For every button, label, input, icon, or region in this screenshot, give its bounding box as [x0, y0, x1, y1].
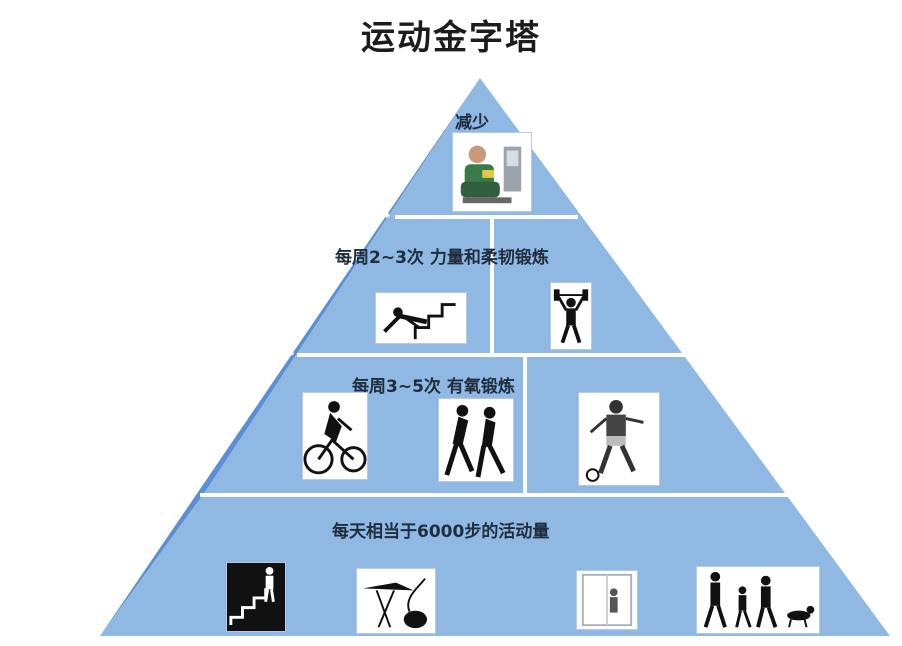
elevator-avoidance-icon: [576, 570, 638, 630]
soccer-icon: [578, 392, 660, 486]
running-icon: [438, 398, 514, 482]
climbing-stairs-icon: [226, 562, 286, 632]
left-face-rib: [373, 191, 390, 218]
stretching-on-stairs-icon: [375, 292, 467, 344]
walking-family-dog-icon: [696, 566, 820, 634]
diagram-title: 运动金字塔: [361, 18, 541, 58]
tier-label-reduce: 减少: [455, 113, 489, 133]
pyramid-left-face: [100, 78, 480, 636]
sedentary-leisure-icon: [452, 132, 532, 212]
left-face-rib: [278, 302, 294, 356]
tier-label-strength: 每周2~3次 力量和柔韧锻炼: [335, 248, 549, 268]
tier-label-daily-activity: 每天相当于6000步的活动量: [332, 522, 550, 542]
household-chores-icon: [356, 568, 436, 634]
cycling-icon: [302, 392, 368, 480]
weightlifting-icon: [550, 282, 592, 350]
left-face-rib: [176, 413, 197, 493]
tier-label-aerobic: 每周3~5次 有氧锻炼: [352, 377, 515, 397]
